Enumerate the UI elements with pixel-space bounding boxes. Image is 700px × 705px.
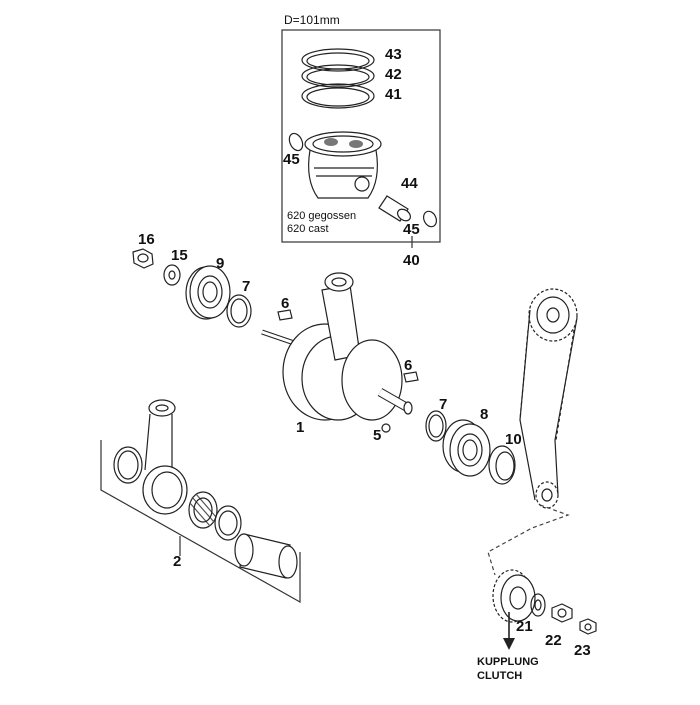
part-label-43: 43 (385, 46, 402, 63)
piston (304, 131, 382, 199)
seal-10 (488, 445, 516, 485)
part-label-6-upper: 6 (281, 295, 290, 312)
part-label-21: 21 (516, 618, 533, 635)
part-label-7-upper: 7 (242, 278, 251, 295)
key-5 (381, 423, 391, 433)
part-label-44: 44 (401, 175, 418, 192)
nut-23 (579, 618, 597, 635)
thrust-washer (214, 505, 242, 541)
part-label-22: 22 (545, 632, 562, 649)
nut-22 (551, 603, 573, 623)
part-label-8: 8 (480, 406, 489, 423)
part-label-16: 16 (138, 231, 155, 248)
piston-box (281, 29, 441, 243)
timing-chain (519, 288, 578, 509)
connecting-rod (113, 399, 188, 515)
part-label-1: 1 (296, 419, 305, 436)
part-label-2: 2 (173, 553, 182, 570)
part-label-7-lower: 7 (439, 396, 448, 413)
clutch-sprocket (492, 569, 536, 623)
shim-7-upper (226, 294, 252, 328)
part-label-23: 23 (574, 642, 591, 659)
piston-note-cast: 620 cast (287, 223, 329, 235)
crankshaft (261, 272, 413, 421)
shim-7-lower (425, 410, 447, 442)
part-label-6-lower: 6 (404, 357, 413, 374)
part-label-41: 41 (385, 86, 402, 103)
piston-note-gegossen: 620 gegossen (287, 210, 357, 222)
part-label-45-left: 45 (283, 151, 300, 168)
part-label-42: 42 (385, 66, 402, 83)
washer-21 (530, 593, 546, 617)
clutch-label-clutch: CLUTCH (477, 670, 523, 682)
washer-15 (163, 264, 181, 286)
part-label-45-right: 45 (403, 221, 420, 238)
crank-pin (234, 533, 298, 579)
nut-16 (132, 248, 154, 269)
piston-rings (301, 48, 375, 109)
clutch-label-kupplung: KUPPLUNG (477, 656, 539, 668)
part-label-5: 5 (373, 427, 382, 444)
circlip-right (422, 210, 438, 228)
bearing-8 (442, 419, 491, 477)
conrod-bracket (100, 440, 301, 604)
circlip-left (288, 132, 304, 152)
part-label-10: 10 (505, 431, 522, 448)
part-label-9: 9 (216, 255, 225, 272)
piston-box-title: D=101mm (284, 13, 340, 27)
bearing-9 (185, 265, 231, 320)
key-6-upper (277, 309, 293, 321)
key-6-lower (403, 371, 419, 383)
part-label-15: 15 (171, 247, 188, 264)
piston-pin (378, 195, 412, 222)
needle-bearing (188, 491, 218, 529)
clutch-arrow (503, 612, 515, 650)
part-label-40: 40 (403, 252, 420, 269)
